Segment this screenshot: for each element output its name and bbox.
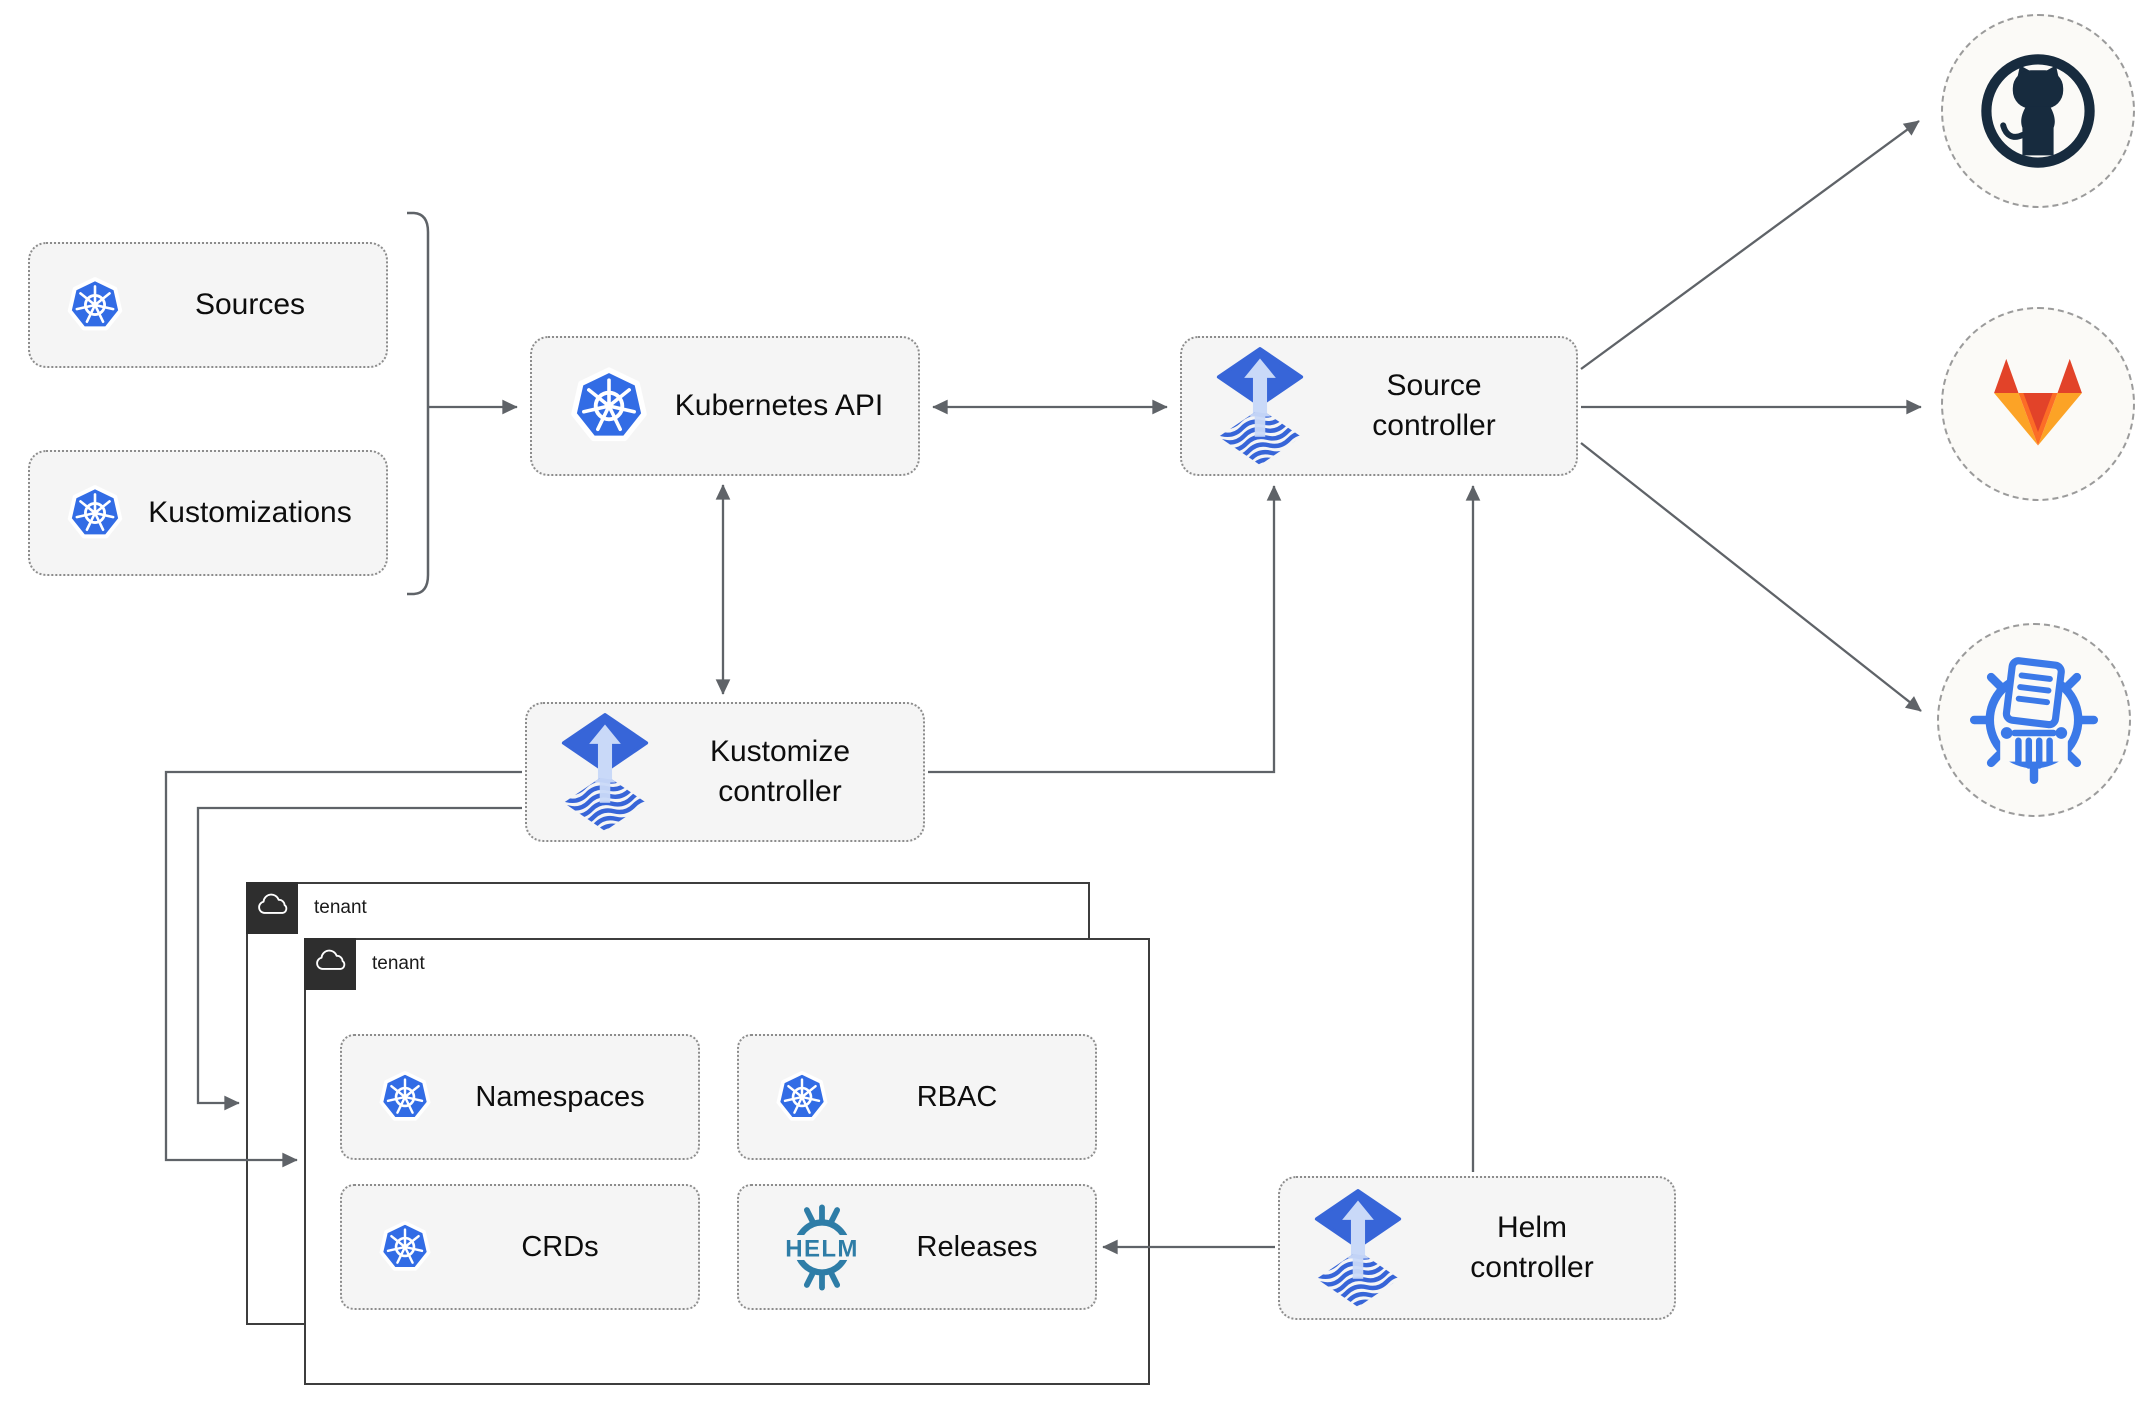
kubernetes-icon: [566, 363, 652, 449]
node-kubernetes-api: Kubernetes API: [530, 336, 920, 476]
edge-bracket: [407, 211, 430, 596]
kubernetes-icon: [376, 1068, 434, 1126]
edge-kustomize-controller-to-source-controller: [928, 485, 1282, 774]
cloud-badge: [245, 881, 298, 934]
node-label: Source controller: [1372, 369, 1496, 442]
flux-icon: [1216, 347, 1304, 465]
external-gitlab: [1941, 307, 2135, 501]
node-releases: HELM Releases: [737, 1184, 1097, 1310]
node-label: Releases: [916, 1230, 1038, 1263]
node-label: Kustomizations: [148, 496, 352, 529]
node-sources: Sources: [28, 242, 388, 368]
node-label: Kubernetes API: [674, 389, 884, 422]
edge-source-controller-to-github: [1580, 120, 1920, 370]
external-github: [1941, 14, 2135, 208]
kubernetes-icon: [376, 1218, 434, 1276]
chartmuseum-icon: [1969, 655, 2099, 785]
github-icon: [1978, 51, 2098, 171]
flux-icon: [1314, 1189, 1402, 1307]
node-kustomize-controller: Kustomize controller: [525, 702, 925, 842]
kubernetes-icon: [64, 274, 126, 336]
kubernetes-icon: [773, 1068, 831, 1126]
gitlab-icon: [1977, 349, 2099, 459]
node-crds: CRDs: [340, 1184, 700, 1310]
node-label: RBAC: [916, 1080, 998, 1113]
node-label: Kustomize controller: [709, 735, 851, 808]
kubernetes-icon: [64, 482, 126, 544]
helm-icon: HELM: [778, 1204, 866, 1290]
tenant-label: tenant: [314, 897, 367, 918]
node-helm-controller: Helm controller: [1278, 1176, 1676, 1320]
cloud-icon: [255, 891, 289, 925]
node-label: Helm controller: [1470, 1211, 1594, 1284]
edge-source-controller-to-chart-repository: [1580, 442, 1922, 712]
helm-wordmark: HELM: [785, 1235, 858, 1262]
external-chart-repository: [1937, 623, 2131, 817]
cloud-icon: [313, 947, 347, 981]
node-kustomizations: Kustomizations: [28, 450, 388, 576]
node-namespaces: Namespaces: [340, 1034, 700, 1160]
node-label: CRDs: [521, 1230, 599, 1263]
flux-icon: [561, 713, 649, 831]
node-label: Namespaces: [475, 1080, 645, 1113]
cloud-badge: [303, 937, 356, 990]
tenant-label: tenant: [372, 953, 425, 974]
node-label: Sources: [194, 288, 306, 321]
node-rbac: RBAC: [737, 1034, 1097, 1160]
tenant-group-front: tenant: [303, 937, 1150, 1385]
node-source-controller: Source controller: [1180, 336, 1578, 476]
